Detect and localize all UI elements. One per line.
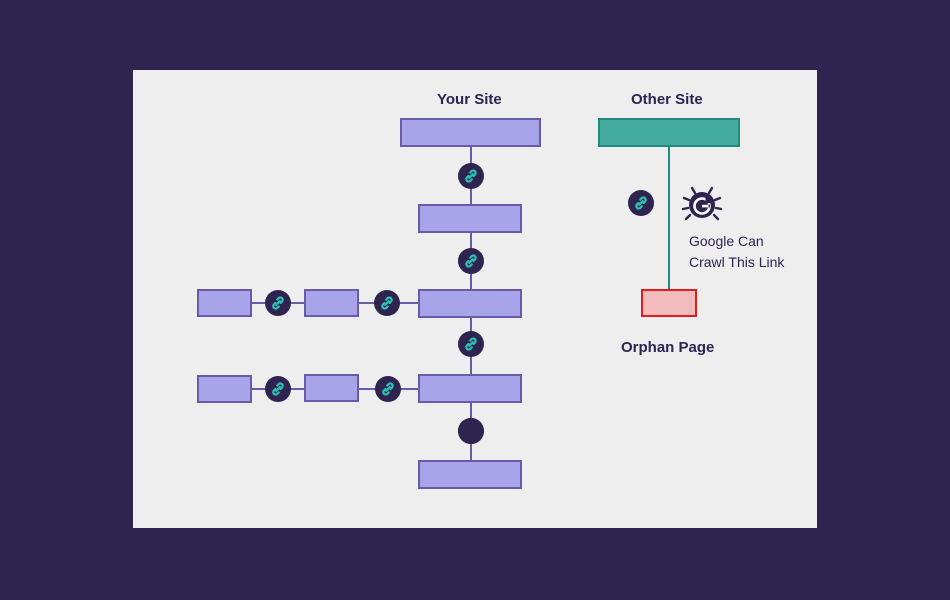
link-icon xyxy=(265,290,291,316)
homepage-node xyxy=(400,118,541,147)
diagram-panel: Your Site Other Site Orphan Page Google … xyxy=(133,70,817,528)
subpage-node-1 xyxy=(418,289,522,318)
link-icon xyxy=(265,376,291,402)
row-1-page-middle xyxy=(304,289,359,317)
external-link-connector xyxy=(668,147,670,289)
subpage-node-2 xyxy=(418,374,522,403)
category-page-node xyxy=(418,204,522,233)
orphan-page-node xyxy=(641,289,697,317)
other-site-node xyxy=(598,118,740,147)
link-icon xyxy=(458,248,484,274)
crawl-note-line-2: Crawl This Link xyxy=(689,254,785,270)
subpage-node-3 xyxy=(418,460,522,489)
row-2-page-middle xyxy=(304,374,359,402)
link-icon xyxy=(458,418,484,444)
your-site-label: Your Site xyxy=(437,91,502,108)
row-2-page-left xyxy=(197,375,252,403)
other-site-label: Other Site xyxy=(631,91,703,108)
link-icon xyxy=(458,163,484,189)
crawl-note-line-1: Google Can xyxy=(689,233,764,249)
crawl-note: Google Can Crawl This Link xyxy=(689,231,784,273)
orphan-page-label: Orphan Page xyxy=(621,339,715,356)
row-1-page-left xyxy=(197,289,252,317)
external-link-icon xyxy=(628,190,654,216)
link-icon xyxy=(375,376,401,402)
link-icon xyxy=(374,290,400,316)
link-icon xyxy=(458,331,484,357)
google-crawler-bug-icon xyxy=(681,184,723,231)
